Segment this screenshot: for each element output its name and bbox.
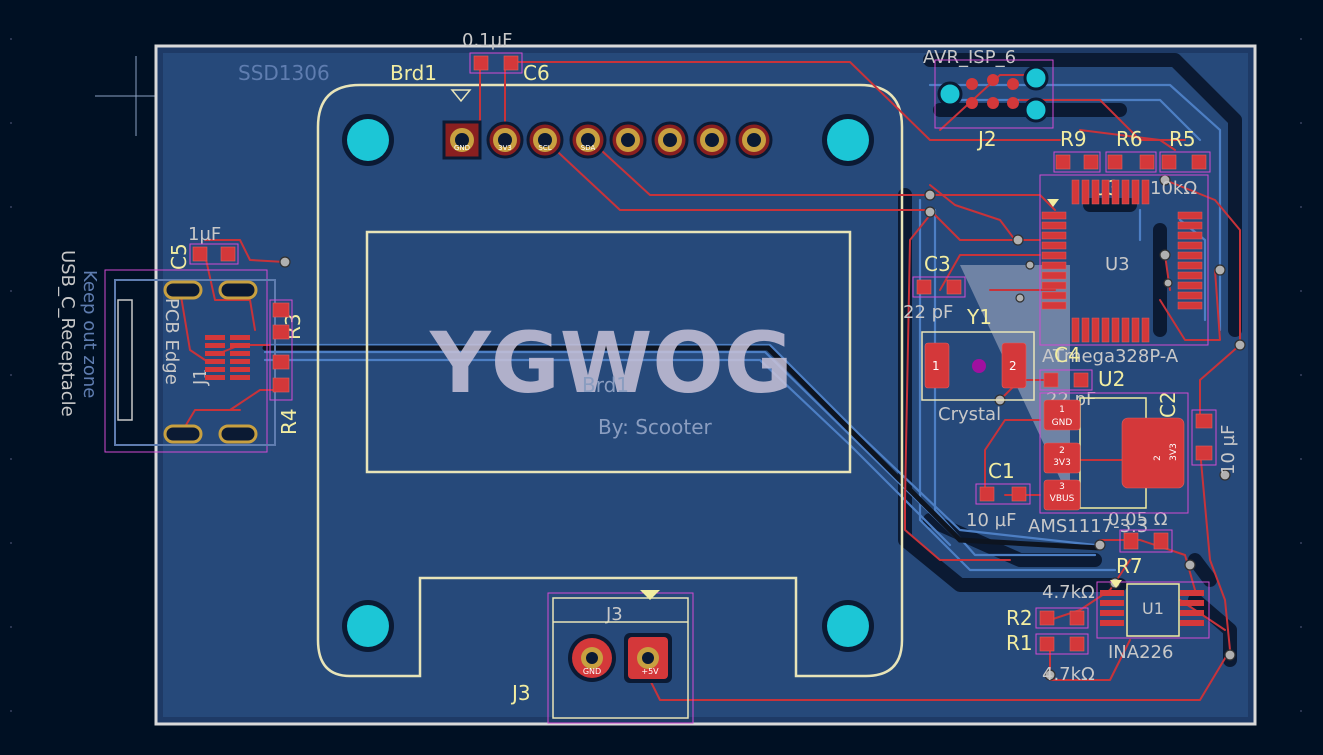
display-ref: SSD1306 — [238, 61, 330, 85]
back-traces-thick — [262, 345, 1103, 551]
pin-number-5: 5 — [622, 131, 633, 150]
svg-text:3: 3 — [1059, 482, 1065, 492]
mounting-holes — [342, 114, 874, 652]
u1-ref: U1 — [1142, 599, 1164, 618]
r1-ref: R1 — [1006, 631, 1033, 655]
c1-ref: C1 — [988, 459, 1015, 483]
y1-pin1: 1 — [932, 359, 940, 373]
avr-isp-label: AVR_ISP_6 — [923, 47, 1016, 68]
r9-ref: R9 — [1060, 127, 1087, 151]
credit-text: By: Scooter — [598, 415, 713, 439]
pin-label-1: GND — [454, 144, 470, 152]
u2-pin2-label: 3V3 — [1053, 458, 1071, 468]
u2-tab-label: 3V3 — [1169, 443, 1179, 461]
c3-ref: C3 — [924, 252, 951, 276]
c3-value: 22 pF — [903, 302, 953, 323]
logo-text: YGWOG — [429, 314, 793, 412]
atmega-chip — [1039, 174, 1209, 346]
c6-value: 0.1µF — [462, 30, 512, 51]
r6-ref: R6 — [1116, 127, 1143, 151]
c1-value: 10 µF — [966, 510, 1016, 531]
j3-pin2-label: GND — [583, 667, 601, 676]
r2-ref: R2 — [1006, 606, 1033, 630]
r8-value: 0.05 Ω — [1108, 509, 1168, 530]
r2-r1-resistors — [1035, 607, 1089, 655]
display-designator: Brd1 — [390, 61, 437, 85]
u3-fab: U3 — [1105, 254, 1130, 275]
pin-label-3: SCL — [538, 144, 551, 152]
pin-number-8: 8 — [748, 131, 759, 150]
c2-ref: C2 — [1156, 391, 1180, 418]
y1-pin2: 2 — [1009, 359, 1017, 373]
c5-ref: C5 — [167, 243, 191, 270]
c1-capacitor — [975, 483, 1031, 505]
j3-fab: J3 — [605, 604, 623, 625]
regulator-u2 — [1039, 392, 1189, 514]
c5-value: 1µF — [188, 224, 221, 245]
crystal-y1 — [921, 331, 1035, 401]
j1-ref: J1 — [190, 368, 211, 386]
r7-value: 4.7kΩ — [1042, 582, 1095, 603]
u2-pin1-label: GND — [1052, 418, 1073, 428]
usb-label: USB_C_Receptacle — [57, 250, 78, 417]
display-fab-designator: Brd1 — [582, 373, 629, 397]
y1-ref: Y1 — [966, 305, 992, 329]
c6-ref: C6 — [523, 61, 550, 85]
u2-ref: U2 — [1098, 367, 1125, 391]
grid-dots — [10, 38, 1302, 712]
r4-ref: R4 — [277, 408, 301, 435]
c5-capacitor — [189, 243, 239, 265]
c6-capacitor — [469, 52, 523, 74]
c2-capacitor — [1191, 409, 1217, 466]
r5-ref: R5 — [1169, 127, 1196, 151]
c3-capacitor — [912, 276, 966, 298]
svg-text:1: 1 — [1059, 405, 1065, 415]
r8-resistor — [1119, 529, 1173, 553]
header-pin-numbers: 5 6 7 8 — [622, 131, 759, 150]
c4-ref: C4 — [1054, 343, 1081, 367]
r7-ref: R7 — [1116, 554, 1143, 578]
pin1-marker — [450, 89, 472, 103]
c2-value: 10 µF — [1218, 425, 1239, 475]
u2-pin3-label: VBUS — [1050, 494, 1075, 504]
keepout-label: Keep out zone — [79, 270, 100, 398]
svg-text:2: 2 — [1153, 455, 1163, 461]
isp-header — [934, 59, 1054, 129]
r3-r4-resistors — [269, 299, 293, 401]
j2-ref: J2 — [976, 127, 997, 151]
usb-c-receptacle — [104, 269, 276, 453]
svg-text:2: 2 — [1059, 446, 1065, 456]
c4-capacitor — [1039, 369, 1093, 391]
vias — [279, 174, 1246, 681]
pin-number-6: 6 — [664, 131, 675, 150]
resistors-top — [1053, 151, 1211, 173]
crystal-label: Crystal — [938, 404, 1001, 425]
pin-label-4: SDA — [581, 144, 596, 152]
header-pin-labels: GND 3V3 SCL SDA — [454, 144, 595, 152]
pin-label-2: 3V3 — [498, 144, 512, 152]
atmega-label: ATmega328P-A — [1042, 346, 1179, 367]
power-connector-j3 — [547, 590, 694, 724]
r1-value: 4.7kΩ — [1042, 664, 1095, 685]
j3-ref: J3 — [510, 681, 531, 705]
resistor-value-top: 10kΩ — [1150, 178, 1197, 199]
pin-number-7: 7 — [706, 131, 717, 150]
oled-display-outline — [316, 83, 904, 678]
display-header — [442, 120, 773, 160]
ina-label: INA226 — [1108, 642, 1173, 663]
j3-pin1-label: +5V — [641, 667, 659, 676]
pcb-edge-label: PCB Edge — [161, 298, 182, 385]
ina226-chip — [1096, 580, 1210, 639]
ams-label: AMS1117-3.3 — [1028, 516, 1148, 537]
